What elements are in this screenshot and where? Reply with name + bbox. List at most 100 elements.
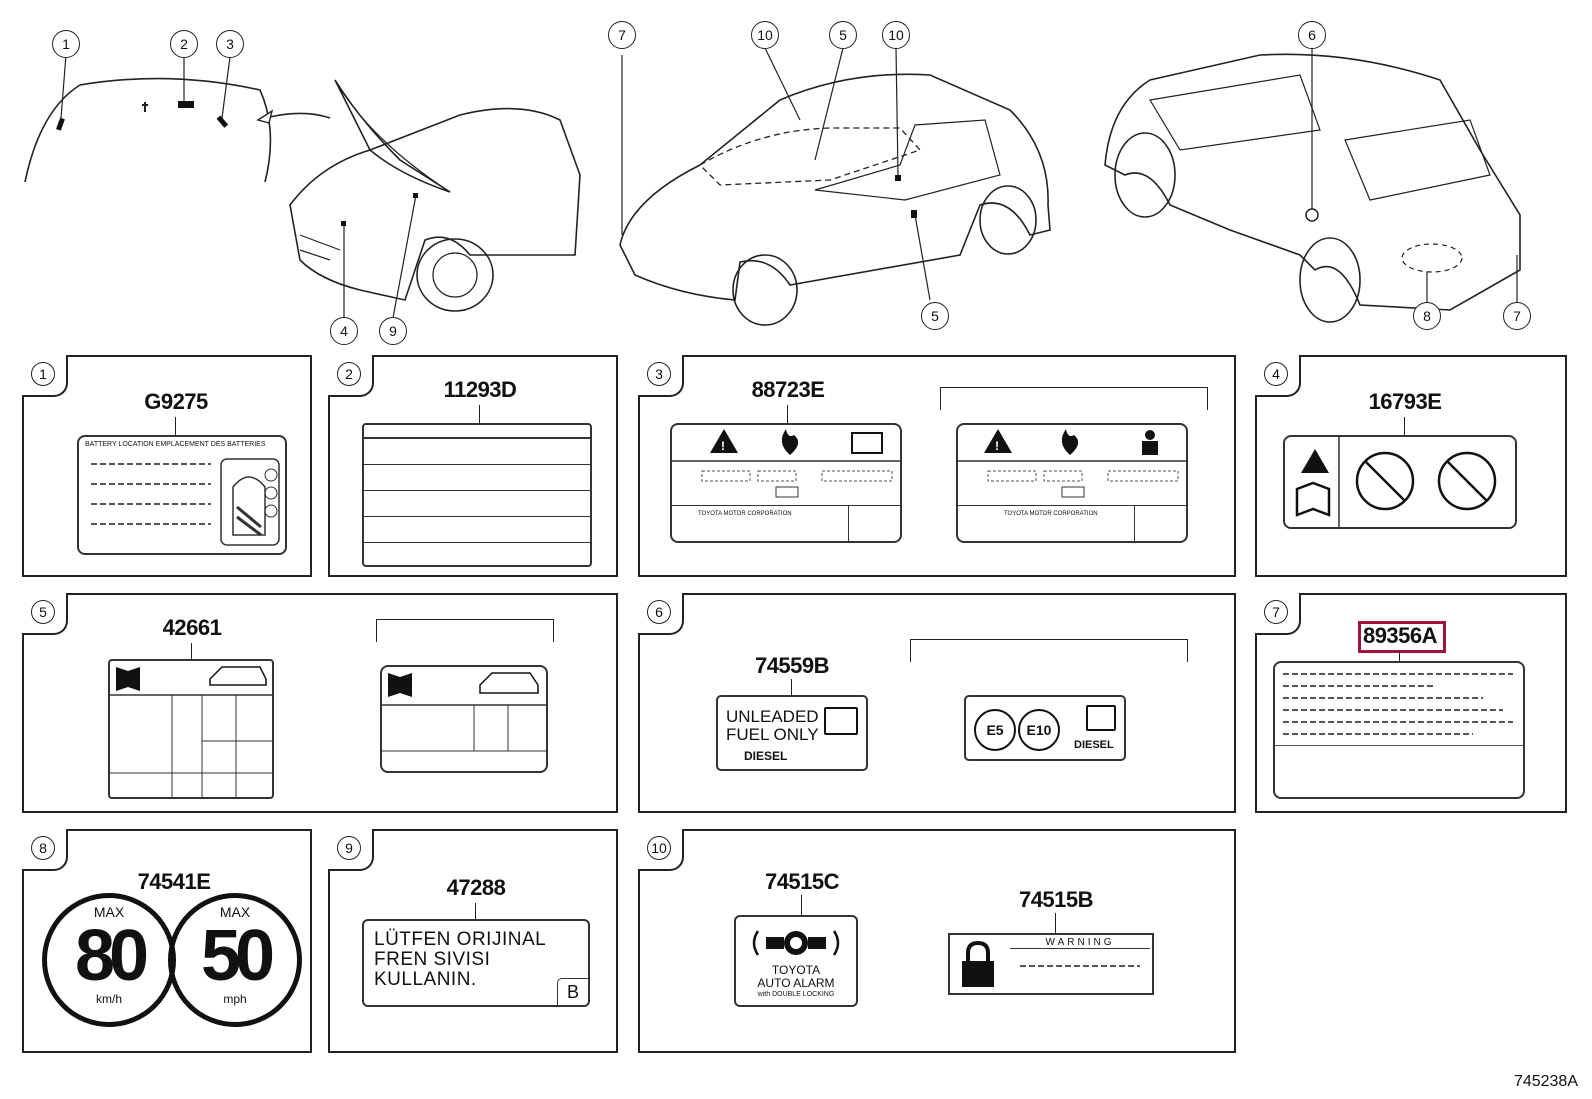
car-topview-icon xyxy=(220,458,280,546)
panel-tab: 5 xyxy=(22,593,68,635)
corp-text: TOYOTA MOTOR CORPORATION xyxy=(698,511,792,517)
diesel-crossed: DIESEL xyxy=(744,749,788,763)
panel-number: 9 xyxy=(337,836,361,860)
brake-fluid-label: LÜTFEN ORIJINAL FREN SIVISI KULLANIN. B xyxy=(362,919,590,1007)
padlock-icon xyxy=(962,940,994,987)
panel-number: 7 xyxy=(1264,600,1288,624)
callout-3: 3 xyxy=(216,30,244,58)
panel-1: 1 G9275 BATTERY LOCATION EMPLACEMENT DES… xyxy=(22,355,312,577)
alarm-text-2: AUTO ALARM xyxy=(757,976,835,990)
panel-tab: 4 xyxy=(1255,355,1301,397)
panel-5: 5 42661 xyxy=(22,593,618,813)
panel-7: 7 89356A xyxy=(1255,593,1567,813)
callout-1: 1 xyxy=(52,30,80,58)
part-number: 74559B xyxy=(754,653,830,678)
engine-warning-label-a: ! TOYOTA MOTOR CORPORATION xyxy=(670,423,902,543)
speed-sign-mph: MAX 50 mph xyxy=(168,893,302,1027)
variant-bracket xyxy=(940,387,1208,410)
leader-line xyxy=(791,679,792,695)
warning-lock-label: WARNING xyxy=(948,933,1154,995)
leader-line xyxy=(479,405,480,423)
panel-tab: 2 xyxy=(328,355,374,397)
panel-9: 9 47288 LÜTFEN ORIJINAL FREN SIVISI KULL… xyxy=(328,829,618,1053)
brake-line-3: KULLANIN. xyxy=(374,969,477,990)
panel-number: 5 xyxy=(31,600,55,624)
speed-value: 80 xyxy=(74,916,149,996)
tire-pressure-label-a xyxy=(108,659,274,799)
notice-label xyxy=(1273,661,1525,799)
callout-4: 4 xyxy=(330,317,358,345)
fuel-line-1: UNLEADED xyxy=(726,707,819,726)
fuel-type-label: UNLEADED FUEL ONLY DIESEL xyxy=(716,695,868,771)
svg-text:!: ! xyxy=(721,439,725,453)
front-car-illustration xyxy=(619,47,1051,326)
leader-line xyxy=(1404,417,1405,435)
alarm-label: TOYOTA AUTO ALARM with DOUBLE LOCKING xyxy=(734,915,858,1007)
rear-car-illustration xyxy=(1104,48,1521,323)
brake-line-1: LÜTFEN ORIJINAL xyxy=(374,929,547,950)
manual-icon xyxy=(824,707,858,735)
leader-line xyxy=(191,643,192,659)
panel-tab: 10 xyxy=(638,829,684,871)
callout-8: 8 xyxy=(1413,302,1441,330)
speed-sign-kmh: MAX 80 km/h xyxy=(42,893,176,1027)
fuel-line-2: FUEL ONLY xyxy=(726,725,819,744)
speed-value: 50 xyxy=(200,916,275,996)
part-number-2: 74515B xyxy=(1018,887,1094,912)
panel-2: 2 11293D xyxy=(328,355,618,577)
callout-10b: 10 xyxy=(882,21,910,49)
corp-text-b: TOYOTA MOTOR CORPORATION xyxy=(1004,511,1098,517)
tire-table-b xyxy=(382,672,546,752)
variant-bracket xyxy=(910,639,1188,662)
callout-10: 10 xyxy=(751,21,779,49)
hazard-icons-b: ! xyxy=(958,429,1186,498)
callout-7b: 7 xyxy=(1503,302,1531,330)
panel-10: 10 74515C TOYOTA AUTO ALARM with DOUBLE … xyxy=(638,829,1236,1053)
panel-number: 4 xyxy=(1264,362,1288,386)
panel-number: 8 xyxy=(31,836,55,860)
max-label: MAX xyxy=(93,904,125,920)
warning-table-label xyxy=(362,423,592,567)
panel-number: 6 xyxy=(647,600,671,624)
corner-mark: B xyxy=(557,978,588,1005)
panel-number: 2 xyxy=(337,362,361,386)
part-number: 11293D xyxy=(443,377,517,402)
tire-pressure-label-b xyxy=(380,665,548,773)
engine-warning-label-b: ! TOYOTA MOTOR CORPORATION xyxy=(956,423,1188,543)
leader-line xyxy=(801,895,802,915)
leader-line xyxy=(1055,913,1056,933)
hazard-icons: ! xyxy=(672,429,900,498)
no-touch-icons xyxy=(1295,437,1497,527)
highlighted-part-box xyxy=(1358,621,1446,653)
hood-detail-illustration xyxy=(24,54,581,319)
part-number[interactable]: 89356A xyxy=(1362,623,1438,648)
alarm-text-3: with DOUBLE LOCKING xyxy=(757,991,835,998)
callout-6: 6 xyxy=(1298,21,1326,49)
speed-unit: mph xyxy=(223,992,247,1006)
tire-table xyxy=(110,666,272,797)
panel-tab: 3 xyxy=(638,355,684,397)
alarm-icon xyxy=(752,930,840,956)
panel-4: 4 16793E xyxy=(1255,355,1567,577)
callout-2: 2 xyxy=(170,30,198,58)
panel-tab: 6 xyxy=(638,593,684,635)
alarm-text-1: TOYOTA xyxy=(771,963,821,977)
leader-line xyxy=(1399,651,1400,661)
e10-badge: E10 xyxy=(1018,709,1060,751)
diesel-crossed-2: DIESEL xyxy=(1074,739,1114,751)
max-label: MAX xyxy=(219,904,251,920)
diagram-code: 745238A xyxy=(1513,1073,1578,1090)
part-number: 88723E xyxy=(751,377,825,402)
part-number: 16793E xyxy=(1368,389,1442,414)
leader-line xyxy=(175,417,176,437)
svg-text:!: ! xyxy=(995,439,999,453)
e5-badge: E5 xyxy=(974,709,1016,751)
manual-icon-2 xyxy=(1086,705,1116,731)
panel-tab: 8 xyxy=(22,829,68,871)
panel-tab: 7 xyxy=(1255,593,1301,635)
speed-unit: km/h xyxy=(95,992,122,1006)
panel-tab: 1 xyxy=(22,355,68,397)
callout-5b: 5 xyxy=(921,302,949,330)
warning-heading: WARNING xyxy=(1010,937,1150,949)
part-number: 47288 xyxy=(446,875,506,900)
